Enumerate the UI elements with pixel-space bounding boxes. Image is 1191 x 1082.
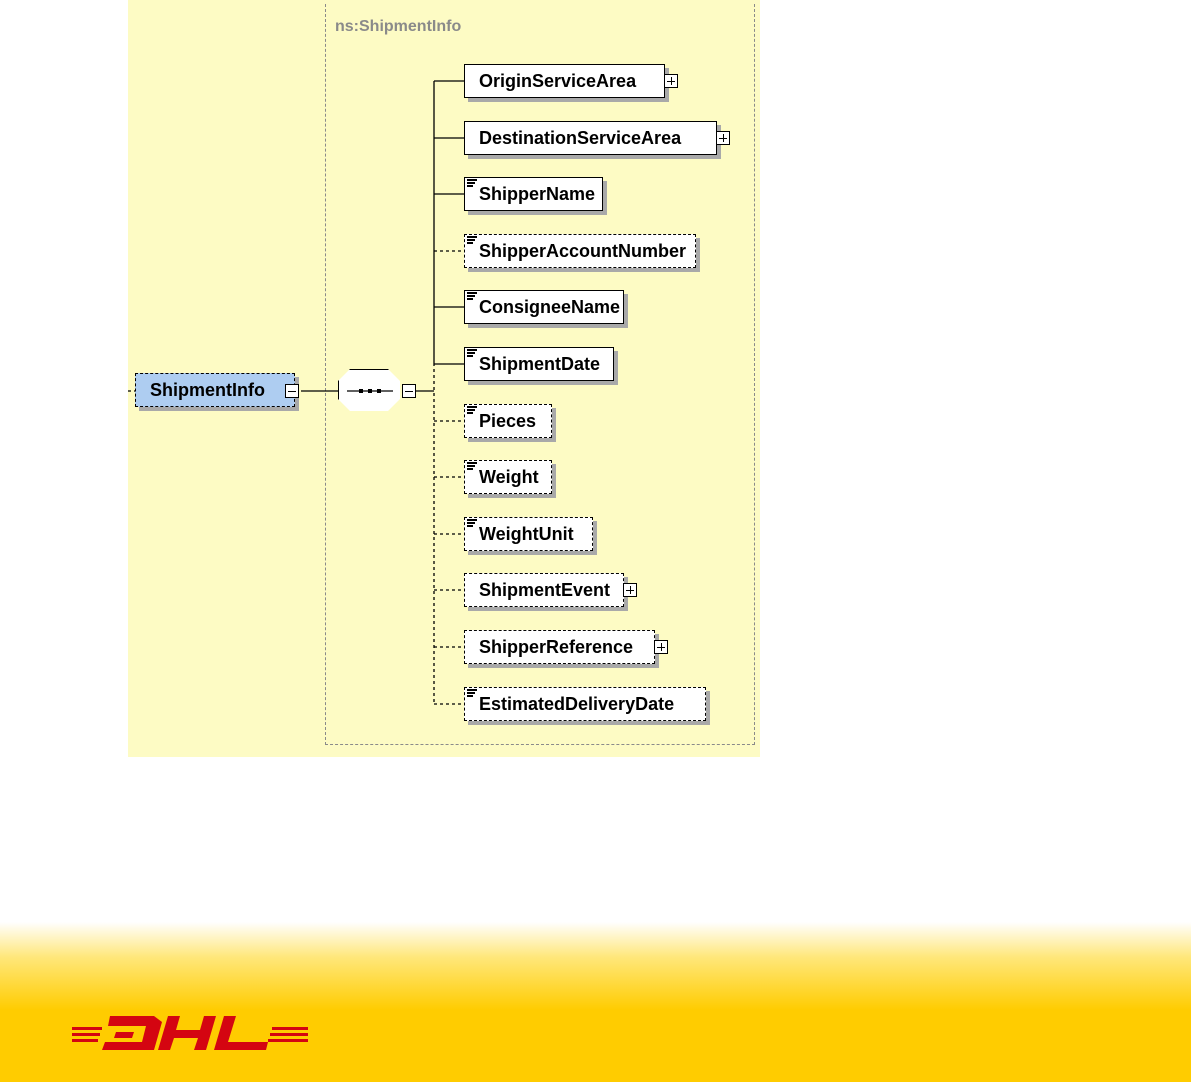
child-element-label: ShipmentDate (479, 353, 601, 374)
child-element-pieces[interactable]: Pieces (464, 404, 552, 438)
simple-type-icon (467, 292, 477, 301)
sequence-collapse-toggle-icon[interactable] (402, 384, 416, 398)
expand-toggle-icon[interactable] (716, 131, 730, 145)
child-element-shipment-event[interactable]: ShipmentEvent (464, 573, 624, 607)
namespace-group-box (325, 4, 755, 745)
child-element-label: OriginServiceArea (479, 70, 637, 91)
child-element-label: DestinationServiceArea (479, 127, 682, 148)
child-element-label: ShipmentEvent (479, 579, 611, 600)
namespace-label: ns:ShipmentInfo (335, 18, 462, 35)
simple-type-icon (467, 349, 477, 358)
expand-toggle-icon[interactable] (664, 74, 678, 88)
child-element-estimated-delivery-date[interactable]: EstimatedDeliveryDate (464, 687, 706, 721)
child-element-label: ConsigneeName (479, 296, 621, 317)
child-element-shipper-reference[interactable]: ShipperReference (464, 630, 655, 664)
child-element-shipment-date[interactable]: ShipmentDate (464, 347, 614, 381)
brand-footer-band (0, 922, 1191, 1082)
child-element-shipper-account-number[interactable]: ShipperAccountNumber (464, 234, 696, 268)
simple-type-icon (467, 462, 477, 471)
simple-type-icon (467, 406, 477, 415)
child-element-origin-service-area[interactable]: OriginServiceArea (464, 64, 665, 98)
child-element-shipper-name[interactable]: ShipperName (464, 177, 603, 211)
child-element-label: EstimatedDeliveryDate (479, 693, 675, 714)
root-element[interactable]: ShipmentInfo (135, 373, 295, 407)
child-element-label: ShipperName (479, 183, 596, 204)
simple-type-icon (467, 236, 477, 245)
dhl-logo (72, 1016, 308, 1050)
child-element-label: ShipperAccountNumber (479, 240, 687, 261)
root-collapse-toggle-icon[interactable] (285, 384, 299, 398)
sequence-compositor[interactable] (338, 369, 400, 411)
child-element-destination-service-area[interactable]: DestinationServiceArea (464, 121, 717, 155)
simple-type-icon (467, 179, 477, 188)
child-element-label: Pieces (479, 410, 537, 431)
child-element-label: WeightUnit (479, 523, 574, 544)
simple-type-icon (467, 519, 477, 528)
child-element-weight-unit[interactable]: WeightUnit (464, 517, 593, 551)
root-element-label: ShipmentInfo (150, 379, 265, 400)
expand-toggle-icon[interactable] (623, 583, 637, 597)
child-element-consignee-name[interactable]: ConsigneeName (464, 290, 624, 324)
child-element-label: Weight (479, 466, 539, 487)
child-element-label: ShipperReference (479, 636, 634, 657)
expand-toggle-icon[interactable] (654, 640, 668, 654)
sequence-icon (347, 389, 393, 393)
simple-type-icon (467, 689, 477, 698)
child-element-weight[interactable]: Weight (464, 460, 552, 494)
